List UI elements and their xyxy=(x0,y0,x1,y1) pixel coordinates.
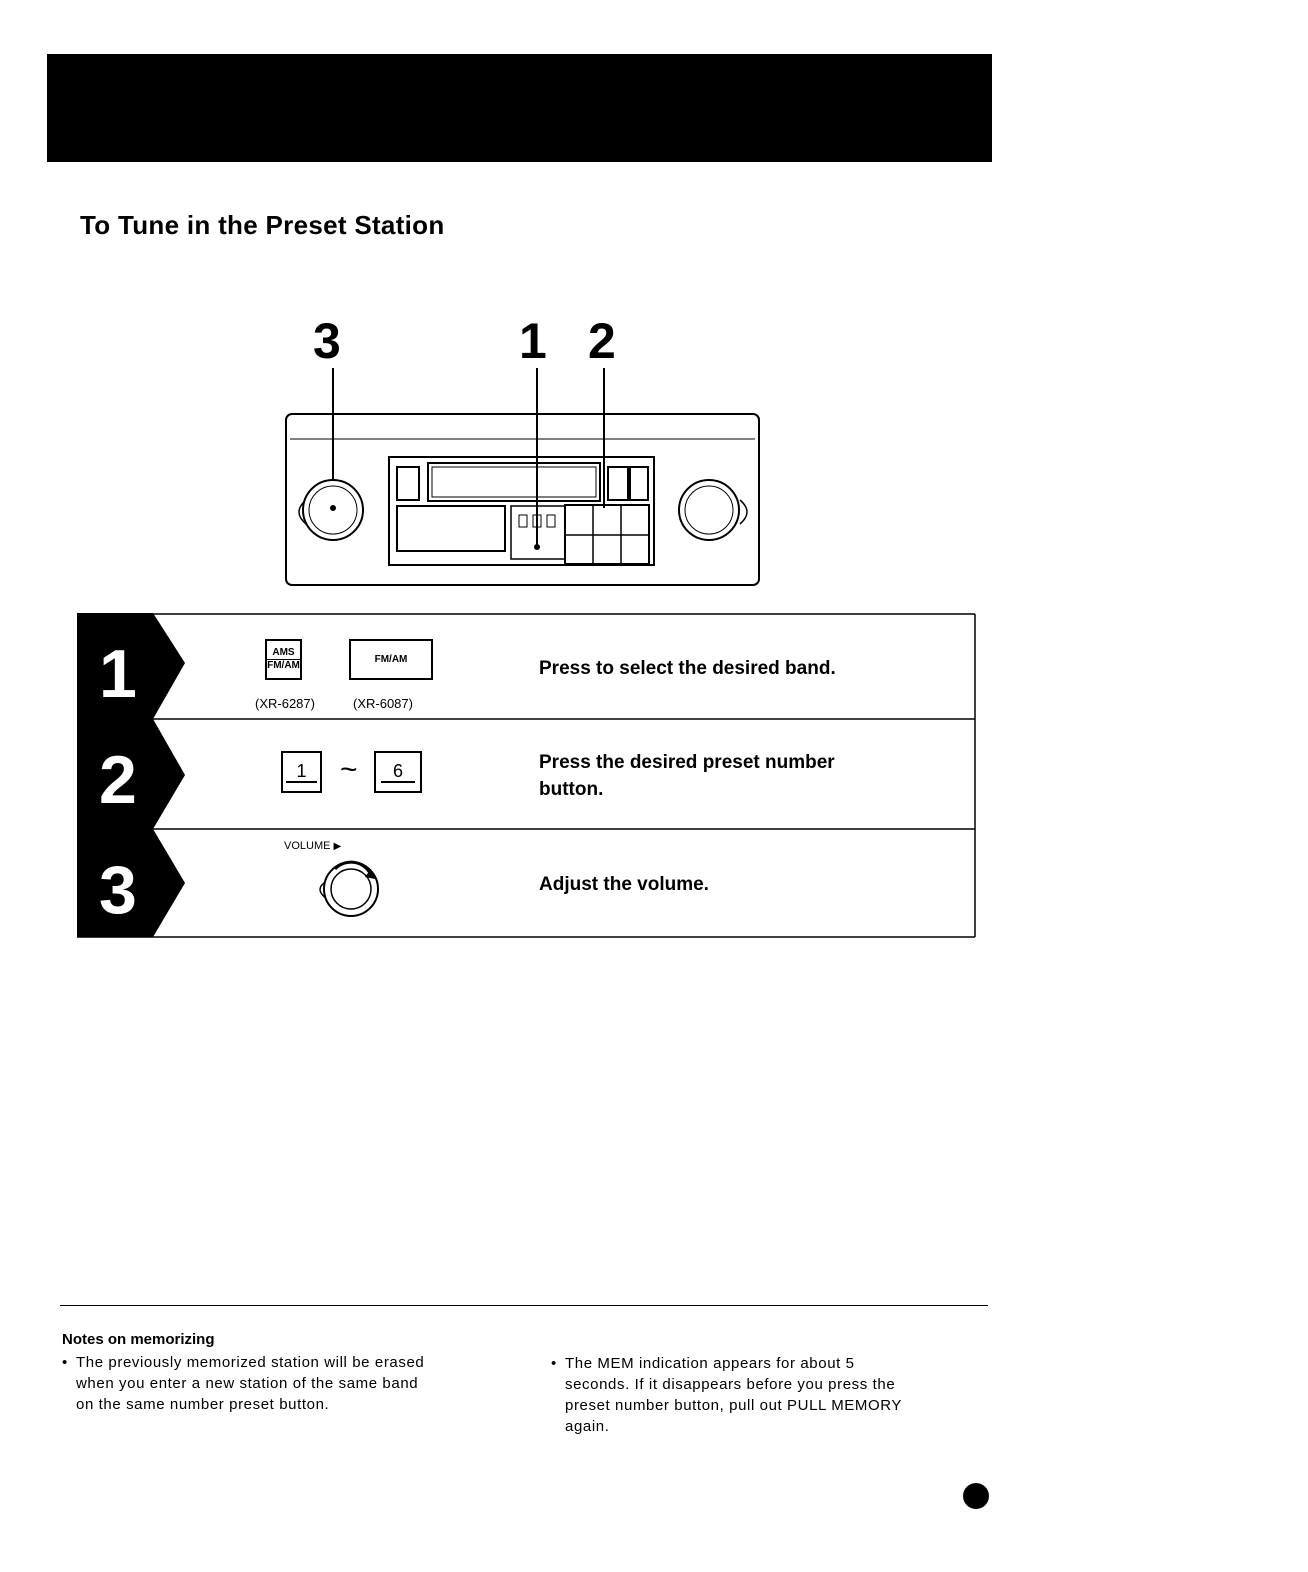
header-bar xyxy=(47,54,992,162)
volume-knob-step3-icon[interactable] xyxy=(305,855,381,919)
step-2-text-line1: Press the desired preset number xyxy=(539,752,835,773)
notes-title: Notes on memorizing xyxy=(62,1331,215,1348)
tuning-knob-icon xyxy=(678,479,740,541)
bullet-left: • xyxy=(62,1354,68,1371)
model-xr6087: (XR-6087) xyxy=(353,696,413,711)
note-right: • The MEM indication appears for about 5… xyxy=(551,1353,981,1437)
preset-1-label: 1 xyxy=(286,761,317,783)
note-right-line4: again. xyxy=(565,1418,610,1435)
step-2-tab xyxy=(77,719,185,829)
note-left: • The previously memorized station will … xyxy=(62,1352,512,1415)
note-left-line3: on the same number preset button. xyxy=(76,1396,330,1413)
step-1-text: Press to select the desired band. xyxy=(539,658,836,679)
step-3-text: Adjust the volume. xyxy=(539,874,709,895)
preset-button-6[interactable]: 6 xyxy=(374,751,422,793)
notes-divider xyxy=(60,1305,988,1306)
volume-knob-icon xyxy=(302,479,364,541)
step-3-tab xyxy=(77,829,185,937)
preset-6-label: 6 xyxy=(380,761,415,783)
volume-arrow-icon: ▶ xyxy=(333,841,342,852)
bullet-right: • xyxy=(551,1355,557,1372)
step-1-number: 1 xyxy=(99,636,137,712)
note-right-line2: seconds. If it disappears before you pre… xyxy=(565,1376,896,1393)
ams-fmam-button[interactable]: AMS FM/AM xyxy=(265,639,302,680)
page-title: To Tune in the Preset Station xyxy=(80,210,445,240)
steps-table: 1 2 3 AMS FM/AM FM/AM (XR-6287) (XR-6087… xyxy=(77,613,976,938)
note-right-line1: The MEM indication appears for about 5 xyxy=(565,1355,855,1372)
model-xr6287: (XR-6287) xyxy=(255,696,315,711)
note-right-line3: preset number button, pull out PULL MEMO… xyxy=(565,1397,903,1414)
note-left-line1: The previously memorized station will be… xyxy=(76,1354,425,1371)
volume-label-text: VOLUME xyxy=(284,840,331,852)
fmam-button[interactable]: FM/AM xyxy=(349,639,433,680)
callout-1: 1 xyxy=(519,313,547,369)
preset-button-1[interactable]: 1 xyxy=(281,751,322,793)
step-3-number: 3 xyxy=(99,852,137,928)
step-2-text-line2: button. xyxy=(539,779,604,800)
ams-fmam-label: FM/AM xyxy=(267,659,300,671)
page-marker-dot xyxy=(963,1483,989,1509)
step-1-tab xyxy=(77,613,185,719)
step-2-text: Press the desired preset number button. xyxy=(539,749,835,803)
callout-3: 3 xyxy=(313,313,341,369)
note-left-line2: when you enter a new station of the same… xyxy=(76,1375,419,1392)
ams-label: AMS xyxy=(272,647,295,658)
range-tilde: ~ xyxy=(340,753,358,786)
step-2-number: 2 xyxy=(99,742,137,818)
volume-label: VOLUME ▶ xyxy=(284,840,341,852)
callout-2: 2 xyxy=(588,313,616,369)
car-stereo-diagram xyxy=(285,368,760,586)
steps-frame xyxy=(77,613,976,938)
